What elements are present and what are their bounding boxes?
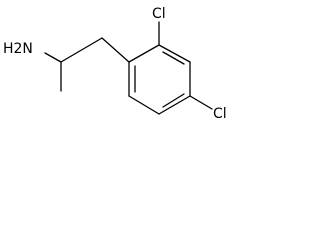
- bond-alpha-carbon-to-methylene: [60, 37, 103, 63]
- ring-double-bond-inner-top: [162, 51, 185, 65]
- chemical-structure-diagram: H2N Cl Cl: [3, 6, 227, 122]
- chlorine-label-bottom: Cl: [213, 106, 227, 122]
- ring-double-bond-inner-bottom: [162, 93, 185, 108]
- bond-ring-to-bottom-chlorine: [189, 95, 213, 110]
- bond-methylene-to-ring: [101, 37, 130, 63]
- chlorine-label-top: Cl: [152, 6, 166, 22]
- bond-amine-to-alpha-carbon: [44, 52, 62, 63]
- ring-bond-c1-c2: [128, 44, 160, 63]
- amine-label: H2N: [3, 41, 33, 57]
- ring-bond-c2-c3: [158, 44, 191, 63]
- ring-bond-c4-c5: [158, 95, 191, 115]
- ring-bond-c5-c6: [128, 95, 160, 115]
